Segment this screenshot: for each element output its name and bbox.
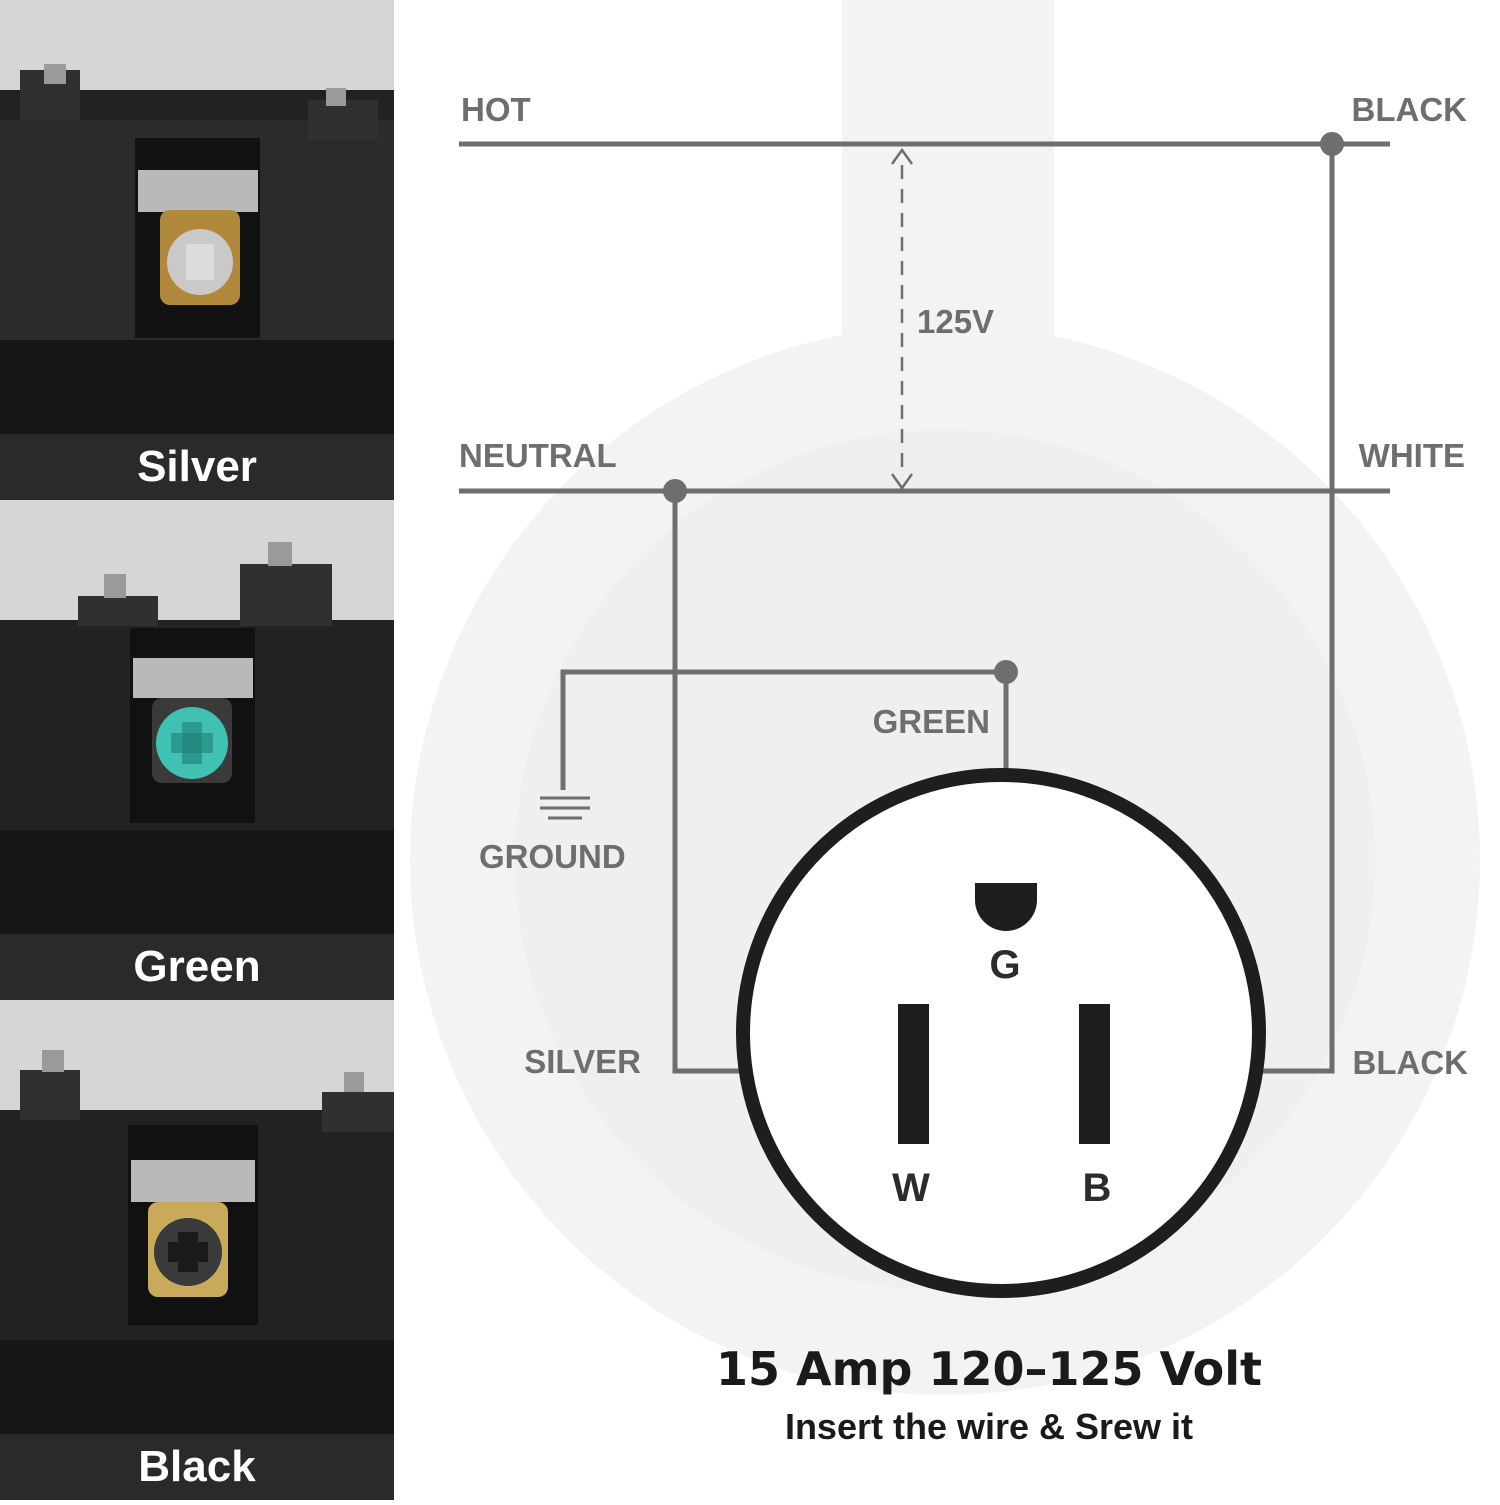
black-terminal-image bbox=[0, 1000, 394, 1500]
rating-title: 15 Amp 120–125 Volt bbox=[715, 1342, 1262, 1396]
voltage-arrow bbox=[890, 147, 914, 491]
hot-slot bbox=[1079, 1004, 1110, 1144]
panel-label-green: Green bbox=[0, 934, 394, 1000]
slot-label-w: W bbox=[892, 1166, 930, 1210]
slot-label-g: G bbox=[989, 943, 1020, 987]
terminal-panel-silver: Silver bbox=[0, 0, 394, 500]
slot-label-b: B bbox=[1083, 1166, 1112, 1210]
green-wire-label: GREEN bbox=[873, 703, 990, 740]
terminal-panel-green: Green bbox=[0, 500, 394, 1000]
hot-label: HOT bbox=[461, 91, 531, 128]
panel-label-black: Black bbox=[0, 1434, 394, 1500]
green-terminal-image bbox=[0, 500, 394, 1000]
ground-symbol-icon bbox=[540, 796, 590, 820]
silver-screw-icon bbox=[167, 229, 233, 295]
neutral-slot bbox=[898, 1004, 929, 1144]
ground-junction-dot bbox=[994, 660, 1018, 684]
terminal-panel-black: Black bbox=[0, 1000, 394, 1500]
terminal-photo-column: Silver Green bbox=[0, 0, 394, 1500]
instruction-subtitle: Insert the wire & Srew it bbox=[784, 1406, 1194, 1447]
ground-label: GROUND bbox=[479, 838, 626, 875]
ground-slot bbox=[975, 883, 1037, 931]
wiring-diagram-svg: HOT BLACK NEUTRAL WHITE 125V GREEN GROUN… bbox=[410, 0, 1480, 1395]
neutral-wire-color-label: WHITE bbox=[1359, 437, 1465, 474]
silver-terminal-label: SILVER bbox=[524, 1043, 641, 1080]
neutral-junction-dot bbox=[663, 479, 687, 503]
wiring-diagram: HOT BLACK NEUTRAL WHITE 125V GREEN GROUN… bbox=[394, 0, 1500, 1500]
hot-wire-color-label: BLACK bbox=[1352, 91, 1468, 128]
hot-junction-dot bbox=[1320, 132, 1344, 156]
voltage-label: 125V bbox=[917, 303, 994, 340]
silver-terminal-image bbox=[0, 0, 394, 500]
neutral-label: NEUTRAL bbox=[459, 437, 617, 474]
outlet-face bbox=[736, 768, 1266, 1298]
panel-label-silver: Silver bbox=[0, 434, 394, 500]
black-terminal-label: BLACK bbox=[1353, 1044, 1469, 1081]
